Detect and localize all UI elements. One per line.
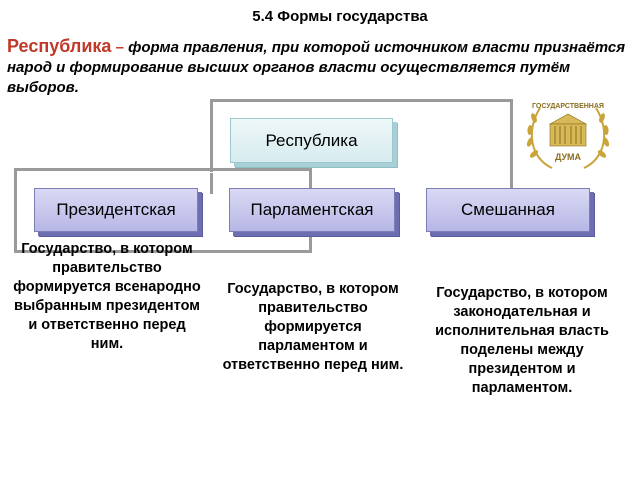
desc-mixed: Государство, в котором законодательная и…	[435, 285, 609, 396]
desc-presidential: Государство, в котором правительство фор…	[13, 241, 201, 352]
box-parliamentary: Парламентская	[229, 188, 395, 232]
definition-term: Республика	[7, 36, 112, 56]
box-parliamentary-label: Парламентская	[250, 200, 374, 219]
box-presidential-label: Президентская	[56, 200, 176, 219]
definition-dash: –	[111, 39, 129, 56]
emblem-bottom-text: ДУМА	[555, 152, 582, 162]
box-presidential: Президентская	[34, 188, 198, 232]
definition-body: форма правления, при которой источником …	[7, 39, 626, 96]
desc-parliamentary: Государство, в котором правительство фор…	[222, 281, 404, 373]
box-mixed: Смешанная	[426, 188, 590, 232]
connector-root-to-mixed	[210, 99, 513, 194]
definition-text: Республика – форма правления, при которо…	[7, 36, 632, 98]
duma-emblem-icon: ГОСУДАРСТВЕННАЯ ДУМА	[526, 103, 610, 169]
box-mixed-label: Смешанная	[461, 200, 555, 219]
emblem-top-text: ГОСУДАРСТВЕННАЯ	[532, 103, 604, 110]
root-box-label: Республика	[265, 130, 358, 150]
root-box-republic: Республика	[230, 118, 393, 163]
slide-title: 5.4 Формы государства	[252, 8, 428, 25]
